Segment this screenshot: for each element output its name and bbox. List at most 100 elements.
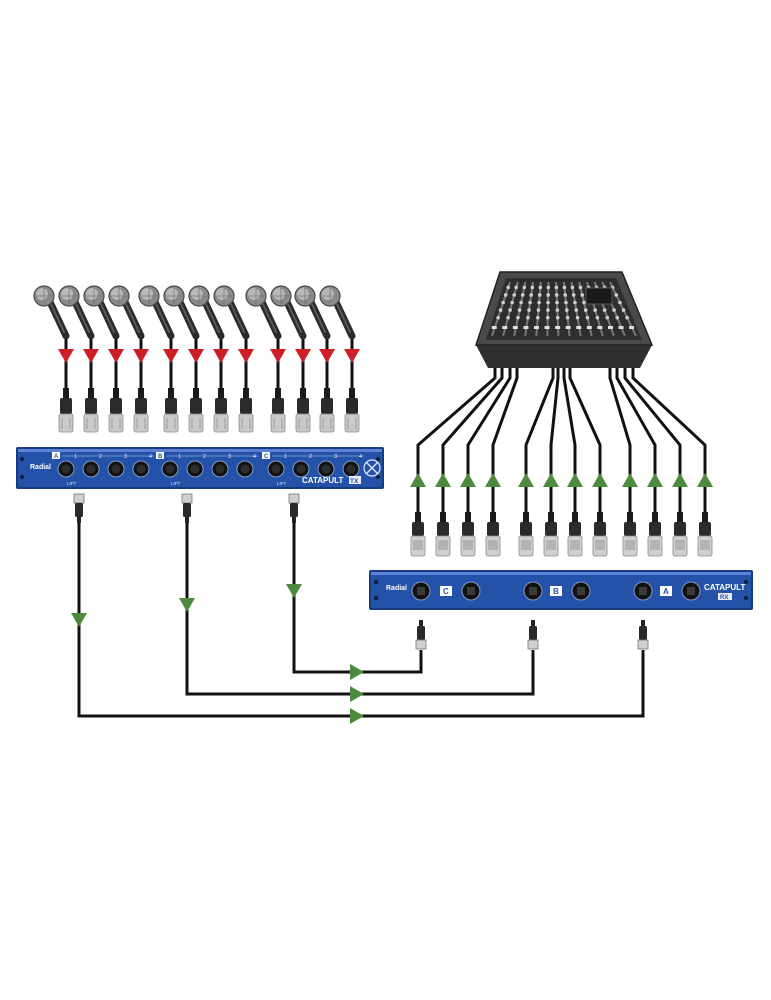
mixer-front-edge <box>476 345 652 368</box>
xlr-female-connector-icon <box>543 512 559 557</box>
rj45-ethernet-connector-icon <box>415 620 427 650</box>
xlr-female-connector-icon <box>647 512 663 557</box>
signal-arrow-green-right <box>350 664 364 680</box>
xlr-male-connector-icon <box>344 388 360 433</box>
mixer-layer <box>474 271 654 368</box>
signal-arrow-green-up <box>567 473 583 487</box>
mixer-knob <box>528 300 532 305</box>
handheld-microphone-icon <box>294 285 331 340</box>
signal-arrow-red <box>163 349 179 363</box>
handheld-microphone-icon <box>213 285 250 340</box>
xlr-male-connector-icon <box>295 388 311 433</box>
mixer-knob <box>563 293 568 297</box>
port-label-box <box>660 586 672 596</box>
lift-label: LIFT <box>277 481 287 486</box>
rx-model-label: RX <box>720 595 728 601</box>
xlr-jack-inner <box>346 464 356 474</box>
xlr-female-connector-icon <box>410 512 426 557</box>
group-label-box <box>52 452 60 459</box>
mixer-knob <box>605 315 610 320</box>
xlr-male-connector-icon <box>133 388 149 433</box>
mixer-knob <box>565 308 569 312</box>
mixer-knob <box>508 308 512 312</box>
xlr-female-connector-icon <box>697 512 713 557</box>
signal-arrow-green-up <box>622 473 638 487</box>
arrow-layer <box>58 349 713 724</box>
mixer-knob <box>580 293 585 297</box>
xlr-jack-inner <box>86 464 96 474</box>
mixer-knob <box>615 315 620 320</box>
mixer-fader <box>586 326 592 329</box>
xlr-female-connector-icon <box>435 512 451 557</box>
mixer-knob <box>538 285 543 290</box>
handheld-microphone-icon <box>245 285 282 340</box>
xlr-jack-inner <box>215 464 225 474</box>
port-label: B <box>553 587 559 596</box>
xlr-female-connector-icon <box>567 512 583 557</box>
mixer-knob <box>614 293 619 297</box>
mixer-knob <box>498 308 503 312</box>
rack-screw <box>375 474 381 480</box>
tx-model-badge <box>349 476 361 484</box>
xlr-female-connector-icon <box>622 512 638 557</box>
handheld-microphone-icon <box>138 285 175 340</box>
signal-arrow-red <box>238 349 254 363</box>
xlr-female-connector-icon <box>592 512 608 557</box>
xlr-jack-inner <box>136 464 146 474</box>
xlr-female-connector-icon <box>460 512 476 557</box>
rack-screw <box>373 595 379 601</box>
mixer-knob <box>506 315 510 320</box>
signal-arrow-green-down <box>286 584 302 598</box>
mixer-knob <box>537 293 542 297</box>
mixer-knob <box>503 293 508 297</box>
mixer-fader <box>544 326 550 329</box>
rx-brand-logo: Radial <box>386 585 407 592</box>
xlr-female-connector-icon <box>672 512 688 557</box>
port-label: A <box>663 587 669 596</box>
rj45-ethernet-connector-icon <box>527 620 539 650</box>
mixer-fader <box>533 326 539 329</box>
mixer-knob <box>516 315 520 320</box>
mixer-knob <box>546 285 551 290</box>
mixer-knob <box>573 300 577 305</box>
tx-rack-highlight <box>18 449 382 452</box>
xlr-jack-inner <box>296 464 306 474</box>
mixer-knob <box>536 308 541 312</box>
mixer-output-cable <box>631 365 707 520</box>
rack-screw <box>375 456 381 462</box>
xlr-male-connector-icon <box>238 388 254 433</box>
group-label: C <box>264 454 269 460</box>
mixer-knob <box>526 315 530 320</box>
mixer-knob <box>529 293 533 297</box>
mixer-knob <box>621 308 626 312</box>
xlr-male-connector-icon <box>188 388 204 433</box>
mixer-knob <box>618 300 622 305</box>
signal-arrow-red <box>270 349 286 363</box>
mixer-knob <box>506 285 511 290</box>
signal-arrow-red <box>319 349 335 363</box>
xlr-jack-inner <box>271 464 281 474</box>
mixer-knob <box>602 308 607 312</box>
xlr-jack-inner <box>165 464 175 474</box>
mixer-knob <box>546 293 551 297</box>
handheld-microphone-icon <box>188 285 225 340</box>
mixer-knob <box>517 308 522 312</box>
mixer-knob <box>545 315 550 320</box>
xlr-jack-inner <box>111 464 121 474</box>
rack-screw <box>743 579 749 585</box>
ethercon-port-inner <box>529 587 537 595</box>
channel-number: 4 <box>253 454 256 460</box>
handheld-microphone-icon <box>319 285 356 340</box>
audio-mixer-icon <box>474 271 654 368</box>
mixer-knob <box>555 300 559 305</box>
mixer-output-cable <box>549 365 560 520</box>
signal-arrow-green-up <box>543 473 559 487</box>
signal-arrow-green-up <box>435 473 451 487</box>
signal-arrow-green-down <box>179 598 195 612</box>
mixer-knob <box>537 300 541 305</box>
xlr-male-connector-icon <box>270 388 286 433</box>
mixer-fader <box>502 326 508 329</box>
signal-arrow-green-down <box>71 613 87 627</box>
ethernet-cable-a <box>77 520 645 718</box>
